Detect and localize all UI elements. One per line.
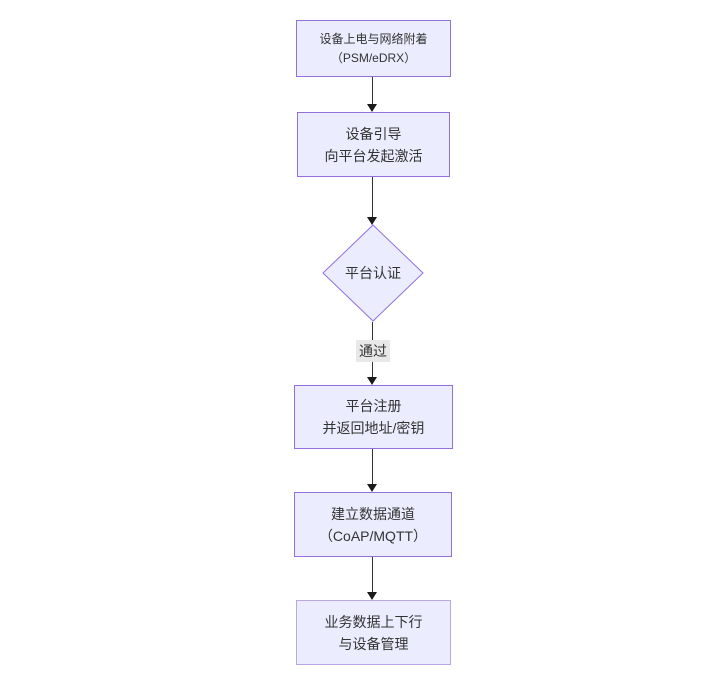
- node-label-line: 平台注册: [345, 398, 402, 414]
- node-label-line: （PSM/eDRX）: [330, 50, 417, 65]
- node-label-line: 并返回地址/密钥: [322, 420, 425, 436]
- node-label-line: 设备上电与网络附着: [319, 31, 428, 46]
- node-register: 平台注册 并返回地址/密钥: [294, 385, 453, 449]
- arrow-line: [372, 177, 373, 218]
- node-label-line: 业务数据上下行: [324, 613, 423, 630]
- node-label-line: 向平台发起激活: [324, 147, 423, 164]
- arrowhead-icon: [367, 217, 377, 225]
- node-auth-decision: 平台认证: [322, 224, 424, 322]
- arrow-line: [372, 557, 373, 593]
- arrowhead-icon: [367, 377, 377, 385]
- arrowhead-icon: [367, 592, 377, 600]
- diamond-shape-icon: [322, 224, 424, 322]
- node-label-line: 建立数据通道: [331, 505, 415, 522]
- arrow-line: [372, 449, 373, 485]
- arrow-line: [372, 77, 373, 105]
- node-label-line: 与设备管理: [338, 635, 409, 652]
- node-label-line: （CoAP/MQTT）: [318, 527, 428, 544]
- node-label-line: 平台认证: [345, 265, 401, 281]
- arrowhead-icon: [367, 104, 377, 112]
- edge-label-pass: 通过: [356, 340, 390, 362]
- node-label-line: 设备引导: [345, 125, 402, 142]
- node-bootstrap: 设备引导 向平台发起激活: [297, 112, 450, 177]
- node-business: 业务数据上下行 与设备管理: [296, 600, 451, 665]
- node-channel: 建立数据通道 （CoAP/MQTT）: [294, 492, 452, 557]
- arrowhead-icon: [367, 484, 377, 492]
- node-power-on: 设备上电与网络附着 （PSM/eDRX）: [296, 20, 451, 77]
